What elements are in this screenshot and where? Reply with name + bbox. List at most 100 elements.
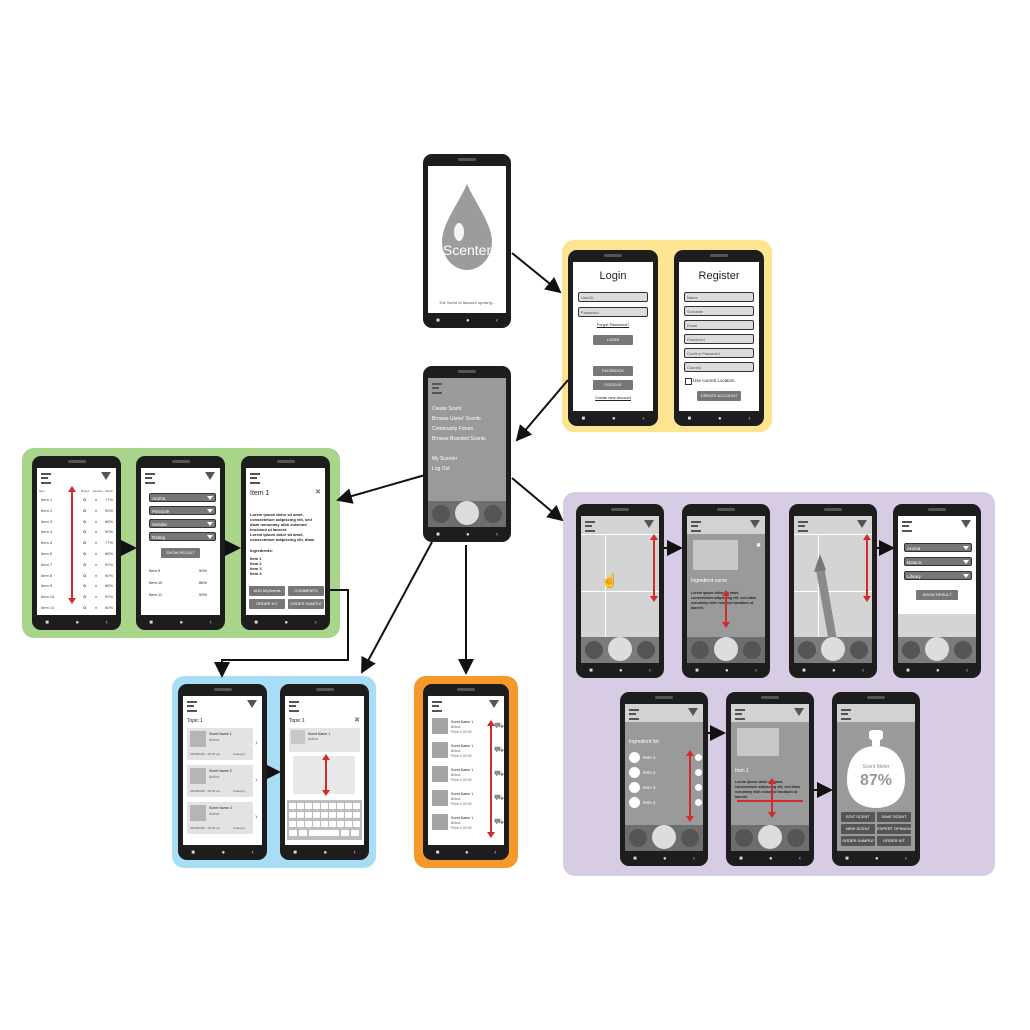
check-icon[interactable]: [484, 505, 502, 523]
facebook-button[interactable]: FACEBOOK: [593, 366, 633, 376]
keyboard-key[interactable]: [313, 812, 320, 818]
keyboard-key[interactable]: [341, 830, 349, 836]
keyboard-key[interactable]: [297, 812, 304, 818]
comments-button[interactable]: COMMENTS: [288, 586, 324, 596]
close-icon[interactable]: ✖: [755, 543, 761, 549]
cart-icon[interactable]: ⛟: [494, 769, 504, 778]
chevron-right-icon[interactable]: ›: [255, 775, 258, 784]
name-field[interactable]: Name: [684, 292, 754, 302]
check-icon[interactable]: [681, 829, 699, 847]
bottle-icon[interactable]: [652, 825, 676, 849]
list-icon[interactable]: [902, 641, 920, 659]
keyboard-key[interactable]: [297, 821, 304, 827]
keyboard-key[interactable]: [345, 803, 352, 809]
rating-select[interactable]: Rating: [149, 532, 216, 541]
keyboard-key[interactable]: [329, 821, 336, 827]
product-name[interactable]: Scent Name 1: [451, 792, 474, 796]
forgot-password-link[interactable]: Forgot Password?: [596, 322, 630, 327]
keyboard-key[interactable]: [345, 812, 352, 818]
add-myscents-button[interactable]: ADD MyScents: [249, 586, 285, 596]
ingredient-toggle[interactable]: [695, 754, 702, 761]
menu-item-browse-users[interactable]: Browse Users' Scents: [432, 416, 481, 422]
new-scent-button[interactable]: NEW SCENT: [841, 824, 875, 834]
chevron-right-icon[interactable]: ›: [255, 812, 258, 821]
ingredient-item[interactable]: Item 4: [643, 800, 656, 805]
menu-icon[interactable]: [41, 473, 51, 484]
list-item[interactable]: Item 9: [41, 583, 53, 589]
bottle-icon[interactable]: [758, 825, 782, 849]
menu-icon[interactable]: [735, 709, 745, 720]
check-icon[interactable]: [787, 829, 805, 847]
keyboard-key[interactable]: [313, 803, 320, 809]
bottle-icon[interactable]: [455, 501, 479, 525]
close-icon[interactable]: ✖: [315, 489, 321, 496]
botanic-select[interactable]: Botanic: [904, 557, 972, 566]
list-item[interactable]: Item 2: [41, 507, 53, 513]
keyboard-key[interactable]: [289, 812, 296, 818]
bottle-icon[interactable]: [925, 637, 949, 661]
list-item[interactable]: Item 7: [41, 561, 53, 567]
reg-password-field[interactable]: Password: [684, 334, 754, 344]
keyboard-key[interactable]: [309, 830, 339, 836]
list-icon[interactable]: [585, 641, 603, 659]
userid-field[interactable]: UserID: [578, 292, 648, 302]
chevron-right-icon[interactable]: ›: [255, 738, 258, 747]
keyboard-key[interactable]: [305, 803, 312, 809]
aroma-select[interactable]: Aroma: [904, 543, 972, 552]
gender-select[interactable]: Gender: [149, 519, 216, 528]
product-name[interactable]: Scent Name 1: [451, 816, 474, 820]
create-account-link[interactable]: Create new Account: [595, 395, 631, 400]
keyboard-key[interactable]: [329, 803, 336, 809]
menu-icon[interactable]: [289, 701, 299, 712]
keyboard-key[interactable]: [353, 821, 360, 827]
show-result-button[interactable]: SHOW RESULT: [161, 548, 200, 558]
create-account-button[interactable]: CREATE ACCOUNT: [697, 391, 741, 401]
menu-item-logout[interactable]: Log Out: [432, 466, 450, 472]
google-button[interactable]: GOOGLE: [593, 380, 633, 390]
menu-item-forum[interactable]: Community Forum: [432, 426, 474, 432]
filter-icon[interactable]: [857, 520, 867, 528]
menu-icon[interactable]: [432, 701, 442, 712]
keyboard-key[interactable]: [321, 821, 328, 827]
ingredient-toggle[interactable]: [695, 799, 702, 806]
menu-icon[interactable]: [432, 383, 442, 394]
product-name[interactable]: Scent Name 1: [451, 744, 474, 748]
filter-icon[interactable]: [489, 700, 499, 708]
order-kit-button[interactable]: ORDER KIT: [249, 599, 285, 609]
keyboard-key[interactable]: [351, 830, 359, 836]
cart-icon[interactable]: ⛟: [494, 793, 504, 802]
list-icon[interactable]: [798, 641, 816, 659]
filter-icon[interactable]: [750, 520, 760, 528]
bottle-icon[interactable]: [714, 637, 738, 661]
filter-icon[interactable]: [961, 520, 971, 528]
product-name[interactable]: Scent Name 1: [451, 720, 474, 724]
cart-icon[interactable]: ⛟: [494, 817, 504, 826]
edit-scent-button[interactable]: EDIT SCENT: [841, 812, 875, 822]
filter-icon[interactable]: [247, 700, 257, 708]
show-result-button[interactable]: SHOW RESULT: [916, 590, 958, 600]
save-scent-button[interactable]: SAVE SCENT: [877, 812, 911, 822]
check-icon[interactable]: [954, 641, 972, 659]
ingredient-item[interactable]: Item 1: [643, 755, 656, 760]
menu-icon[interactable]: [187, 701, 197, 712]
filter-icon[interactable]: [794, 708, 804, 716]
list-item[interactable]: Item 8: [41, 572, 53, 578]
menu-icon[interactable]: [585, 521, 595, 532]
ingredient-dot[interactable]: [629, 782, 640, 793]
keyboard-key[interactable]: [353, 803, 360, 809]
ingredient-item[interactable]: Item 3: [643, 785, 656, 790]
ingredient-item[interactable]: Item 2: [643, 770, 656, 775]
menu-icon[interactable]: [629, 709, 639, 720]
list-item[interactable]: Item 3: [41, 518, 53, 524]
password-field[interactable]: Password: [578, 307, 648, 317]
location-checkbox[interactable]: [685, 378, 692, 385]
menu-icon[interactable]: [798, 521, 808, 532]
list-item[interactable]: Item 11: [149, 592, 163, 597]
list-icon[interactable]: [629, 829, 647, 847]
check-icon[interactable]: [637, 641, 655, 659]
ingredient-toggle[interactable]: [695, 784, 702, 791]
keyboard-key[interactable]: [337, 812, 344, 818]
check-icon[interactable]: [743, 641, 761, 659]
keyboard-key[interactable]: [289, 830, 297, 836]
order-sample-button[interactable]: ORDER SAMPLE: [841, 836, 875, 846]
